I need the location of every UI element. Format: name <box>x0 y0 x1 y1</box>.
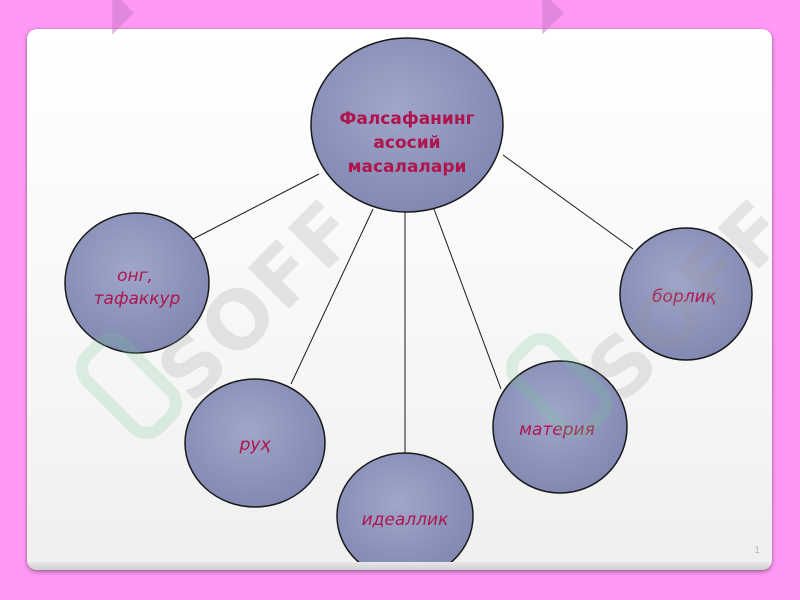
node-ellipse-idealism <box>336 452 474 570</box>
connector-line-ruh <box>290 208 374 385</box>
center-label-line-3: масалалари <box>348 157 467 177</box>
node-being: борлиқ <box>619 227 753 361</box>
connector-line-matter <box>433 208 502 390</box>
connector-line-being <box>502 154 634 250</box>
node-ellipse-matter <box>492 360 628 494</box>
concept-diagram: Фалсафанинг асосий масалалари онг, тафак… <box>64 37 753 570</box>
slide-bottom-edge <box>27 562 772 570</box>
center-ellipse <box>310 37 504 213</box>
center-label-line-2: асосий <box>373 133 440 153</box>
node-matter: материя <box>492 360 628 494</box>
node-ellipse-ruh <box>184 378 326 508</box>
node-label-ong-line-2: тафаккур <box>94 289 181 309</box>
node-label-idealism: идеаллик <box>362 510 449 530</box>
node-label-being: борлиқ <box>652 287 717 307</box>
connector-lines <box>192 154 634 453</box>
center-node: Фалсафанинг асосий масалалари <box>310 37 504 213</box>
slide: Фалсафанинг асосий масалалари онг, тафак… <box>27 29 772 570</box>
node-ruh: руҳ <box>184 378 326 508</box>
node-ong: онг, тафаккур <box>64 212 210 354</box>
node-ellipse-being <box>619 227 753 361</box>
node-ellipse-ong <box>64 212 210 354</box>
node-label-matter: материя <box>519 420 595 440</box>
slide-number: 1 <box>754 546 760 556</box>
node-label-ong-line-1: онг, <box>117 266 153 286</box>
center-label-line-1: Фалсафанинг <box>340 109 475 129</box>
node-label-ruh: руҳ <box>239 435 272 455</box>
connector-line-ong <box>192 173 320 240</box>
node-idealism: идеаллик <box>336 452 474 570</box>
